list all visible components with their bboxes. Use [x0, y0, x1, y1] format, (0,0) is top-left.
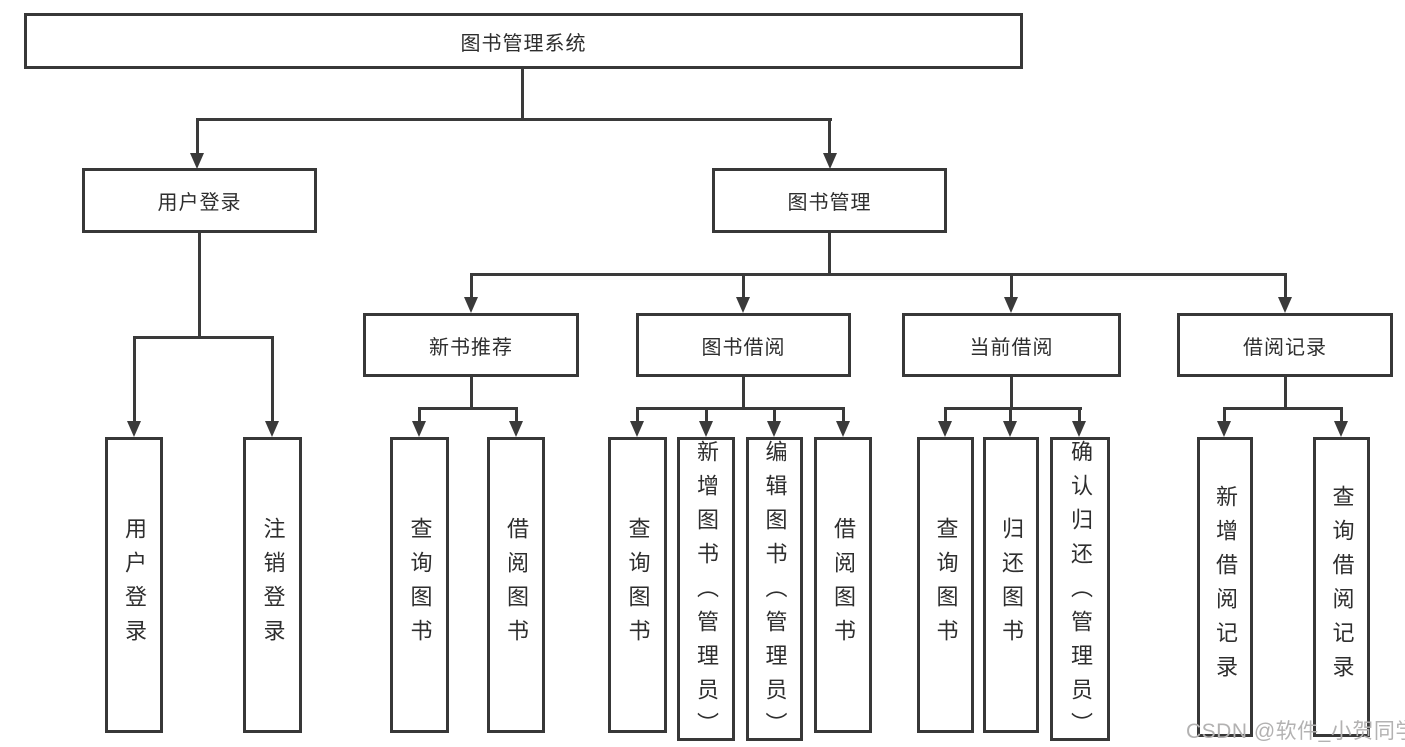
arrowhead-down-icon [630, 421, 644, 437]
node-borrow-books-borrowing: 借阅图书 [814, 437, 872, 733]
node-label: 借阅图书 [504, 517, 529, 653]
node-label: 图书管理系统 [460, 32, 587, 55]
connector-line [1009, 407, 1012, 423]
connector-line [1010, 377, 1013, 410]
node-label: 用户登录 [122, 517, 147, 653]
node-leaf-user-login: 用户登录 [105, 437, 163, 733]
node-label: 查询图书 [933, 517, 959, 653]
node-label: 借阅图书 [831, 517, 856, 653]
arrowhead-down-icon [938, 421, 952, 437]
node-label: 图书管理 [787, 192, 872, 214]
arrowhead-down-icon [412, 421, 426, 437]
node-borrow-books-recommend: 借阅图书 [487, 437, 545, 733]
connector-line [418, 407, 421, 423]
node-label: 图书借阅 [701, 336, 786, 359]
connector-line [470, 273, 1286, 276]
node-label: 查询借阅记录 [1329, 485, 1355, 689]
connector-line [944, 407, 1082, 410]
node-query-borrow-record: 查询借阅记录 [1313, 437, 1370, 737]
connector-line [470, 273, 473, 299]
arrowhead-down-icon [823, 153, 837, 169]
arrowhead-down-icon [736, 297, 750, 313]
connector-line [271, 336, 274, 424]
connector-line [133, 336, 273, 339]
connector-line [418, 407, 518, 410]
node-label: 确认归还（管理员） [1068, 440, 1093, 746]
node-label: 注销登录 [260, 517, 286, 653]
connector-line [1284, 273, 1287, 299]
connector-line [515, 407, 518, 423]
connector-line [470, 377, 473, 410]
connector-line [742, 273, 745, 299]
connector-line [828, 118, 831, 156]
connector-line [636, 407, 844, 410]
arrowhead-down-icon [127, 421, 141, 437]
connector-line [196, 118, 199, 156]
arrowhead-down-icon [1334, 421, 1348, 437]
node-query-books-borrowing: 查询图书 [608, 437, 667, 733]
node-label: 查询图书 [407, 517, 433, 653]
node-add-books-admin: 新增图书（管理员） [677, 437, 735, 746]
connector-line [521, 69, 524, 121]
node-label: 用户登录 [157, 192, 242, 214]
connector-line [198, 233, 201, 339]
connector-line [1284, 377, 1287, 410]
connector-line [196, 118, 832, 121]
watermark: CSDN @软件_小贺同学 [1186, 720, 1405, 743]
connector-line [1223, 407, 1226, 423]
node-current-borrowing: 当前借阅 [902, 313, 1121, 377]
arrowhead-down-icon [190, 153, 204, 169]
node-label: 查询图书 [625, 517, 651, 653]
arrowhead-down-icon [509, 421, 523, 437]
arrowhead-down-icon [767, 421, 781, 437]
node-book-borrowing: 图书借阅 [636, 313, 851, 377]
arrowhead-down-icon [1217, 421, 1231, 437]
connector-line [742, 377, 745, 410]
arrowhead-down-icon [699, 421, 713, 437]
node-confirm-return-admin: 确认归还（管理员） [1050, 437, 1110, 746]
arrowhead-down-icon [265, 421, 279, 437]
node-label: 借阅记录 [1243, 336, 1327, 359]
node-leaf-logout: 注销登录 [243, 437, 302, 733]
node-label: 归还图书 [999, 517, 1024, 653]
connector-line [773, 407, 776, 423]
arrowhead-down-icon [1072, 421, 1086, 437]
connector-line [1078, 407, 1081, 423]
node-label: 当前借阅 [969, 336, 1054, 359]
node-label: 新书推荐 [429, 336, 513, 359]
connector-line [828, 233, 831, 276]
connector-line [1010, 273, 1013, 299]
arrowhead-down-icon [1278, 297, 1292, 313]
arrowhead-down-icon [1003, 421, 1017, 437]
connector-line [842, 407, 845, 423]
node-user-login: 用户登录 [82, 168, 317, 233]
connector-line [1223, 407, 1343, 410]
node-borrowing-records: 借阅记录 [1177, 313, 1393, 377]
connector-line [636, 407, 639, 423]
arrowhead-down-icon [464, 297, 478, 313]
node-library-system: 图书管理系统 [24, 13, 1023, 69]
node-return-books: 归还图书 [983, 437, 1039, 733]
connector-line [705, 407, 708, 423]
node-edit-books-admin: 编辑图书（管理员） [746, 437, 803, 746]
node-book-management: 图书管理 [712, 168, 947, 233]
connector-line [1340, 407, 1343, 423]
node-label: 新增图书（管理员） [694, 440, 719, 746]
arrowhead-down-icon [1004, 297, 1018, 313]
connector-line [133, 336, 136, 424]
node-query-books-recommend: 查询图书 [390, 437, 449, 733]
node-new-book-recommend: 新书推荐 [363, 313, 579, 377]
node-label: 编辑图书（管理员） [762, 440, 788, 746]
arrowhead-down-icon [836, 421, 850, 437]
connector-line [944, 407, 947, 423]
node-label: 新增借阅记录 [1213, 485, 1238, 689]
node-query-books-current: 查询图书 [917, 437, 974, 733]
node-add-borrow-record: 新增借阅记录 [1197, 437, 1253, 737]
